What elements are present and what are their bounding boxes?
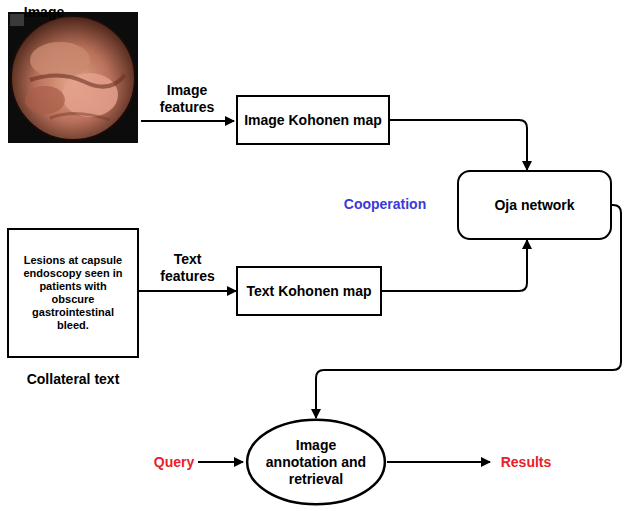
results-label: Results	[494, 454, 558, 471]
cooperation-label: Cooperation	[330, 196, 440, 213]
edge-label: Text features	[153, 251, 223, 285]
node-label: Text Kohonen map	[247, 283, 372, 300]
connector-arrow	[382, 240, 527, 291]
node-label: Image annotation and retrieval	[260, 437, 372, 488]
image-heading: Image	[14, 4, 74, 21]
connector-arrow	[139, 290, 236, 292]
process-box: Text Kohonen map	[236, 266, 382, 316]
process-box: Image Kohonen map	[236, 95, 390, 145]
connector-arrow	[390, 120, 527, 170]
feature-arrow	[141, 120, 234, 122]
query-label: Query	[150, 454, 198, 471]
node-label: Image Kohonen map	[244, 112, 382, 129]
feature-label: Image features	[148, 82, 226, 116]
node-heading: Collateral text	[25, 370, 121, 388]
results-arrow	[387, 461, 490, 463]
process-box: Lesions at capsule endoscopy seen in pat…	[7, 228, 139, 358]
node-label: Lesions at capsule endoscopy seen in pat…	[23, 254, 123, 332]
node-label: Oja network	[494, 197, 574, 214]
process-ellipse: Image annotation and retrieval	[245, 418, 387, 506]
query-arrow	[198, 461, 243, 463]
network-box: Oja network	[457, 170, 612, 240]
